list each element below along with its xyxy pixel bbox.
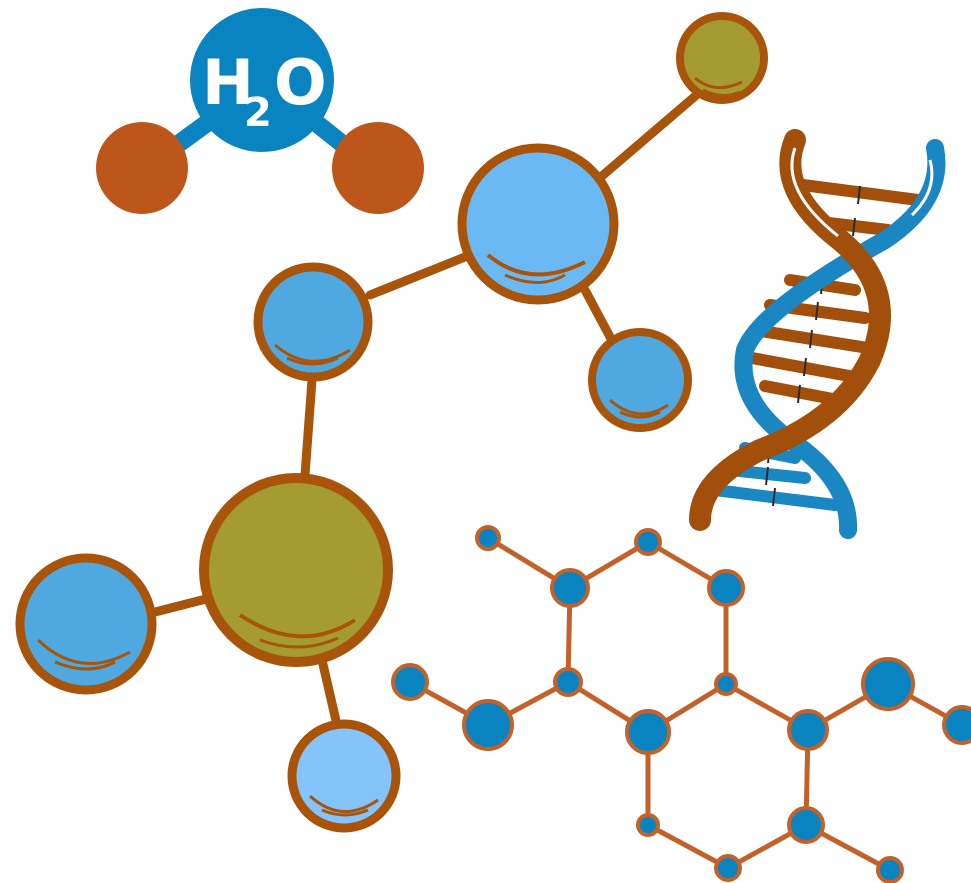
atom-blue-large [457, 143, 619, 305]
h2o-hydrogen-left [96, 122, 188, 214]
atom-olive-large [199, 473, 393, 667]
hexagon-molecule-icon [391, 525, 971, 883]
h2o-oxygen [190, 8, 334, 152]
atom-olive-small [676, 12, 768, 104]
atom-blue-left [15, 553, 157, 695]
h2o-label-sub: 2 [244, 90, 272, 136]
h2o-label-o: O [274, 46, 327, 119]
atom-blue-small-right [588, 328, 692, 432]
h2o-hydrogen-right [332, 122, 424, 214]
h2o-label-h: H [202, 46, 254, 119]
molecule-model-icon [15, 12, 768, 833]
dna-helix-icon [689, 129, 946, 539]
atom-blue-medium [253, 262, 373, 382]
atom-blue-bottom [287, 719, 401, 833]
h2o-molecule-icon: H 2 O [96, 8, 424, 214]
